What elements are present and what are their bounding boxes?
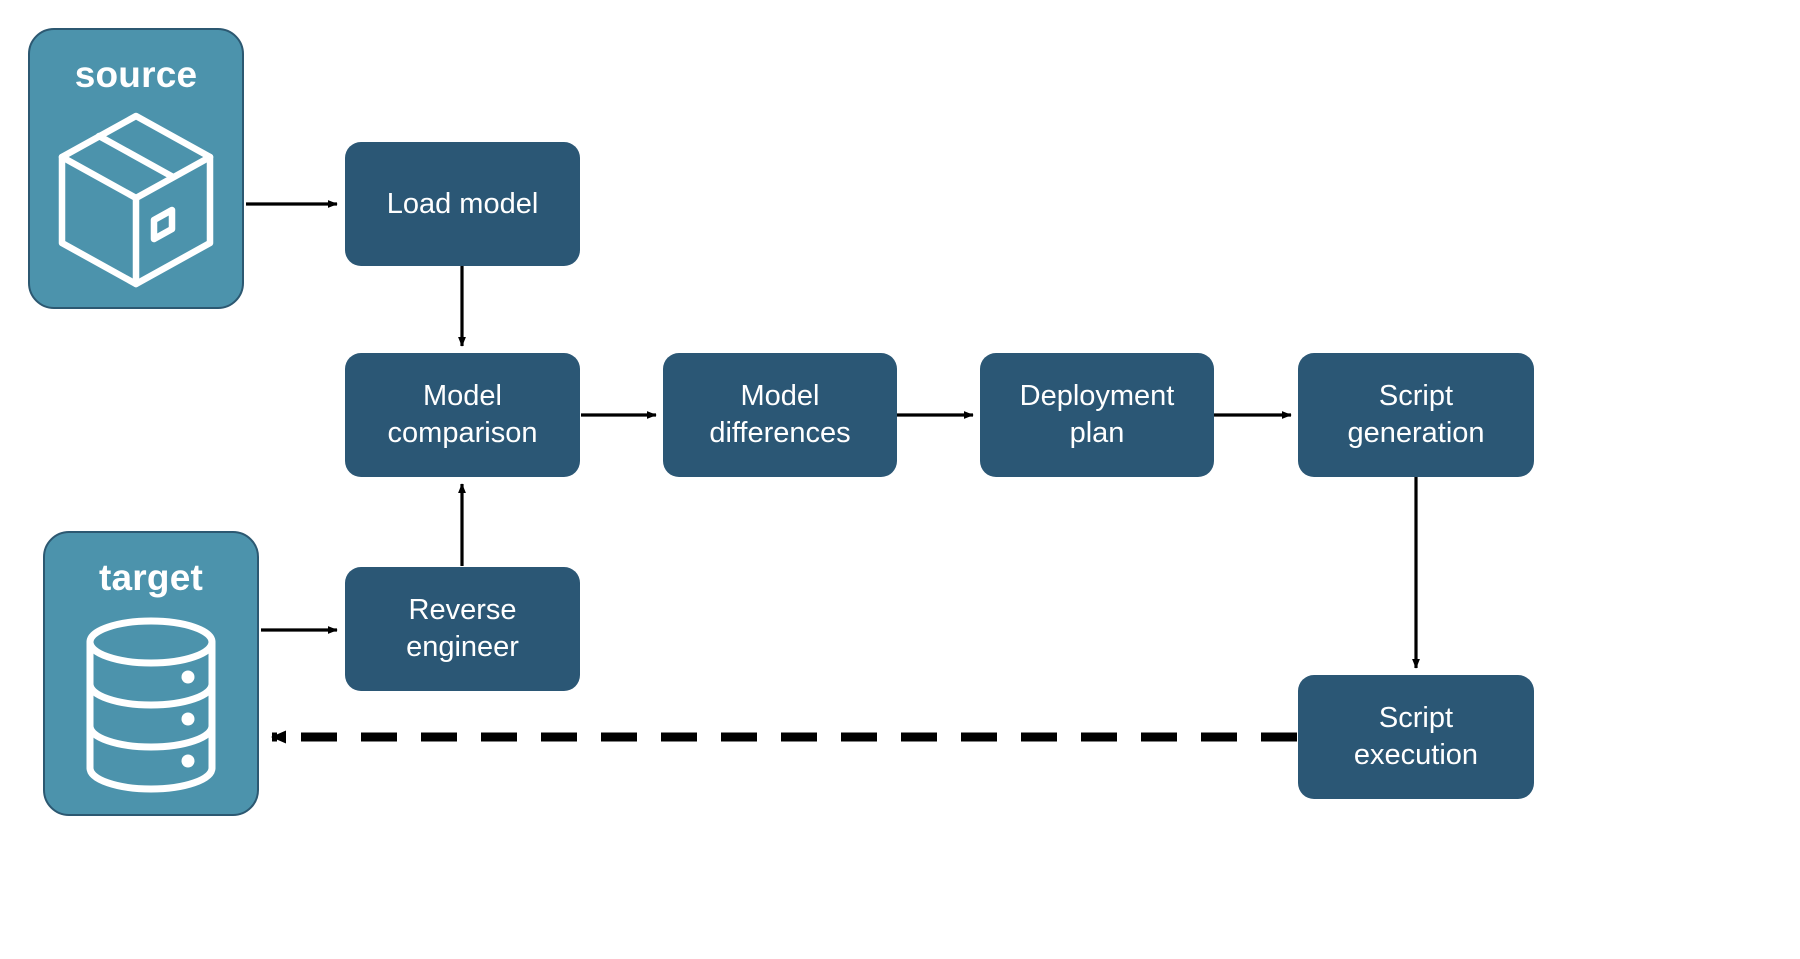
endpoint-target[interactable]: target xyxy=(43,531,259,816)
node-load-model-label: Load model xyxy=(386,187,539,220)
node-deployment-plan[interactable]: Deployment plan xyxy=(980,353,1214,477)
node-model-comparison-label: Model comparison xyxy=(387,380,538,449)
database-cylinder-icon xyxy=(45,596,257,814)
endpoint-source[interactable]: source xyxy=(28,28,244,309)
endpoint-target-label: target xyxy=(99,557,203,598)
package-box-icon xyxy=(30,93,242,307)
node-load-model[interactable]: Load model xyxy=(345,142,580,266)
node-script-generation-label: Script generation xyxy=(1347,380,1485,449)
node-model-differences[interactable]: Model differences xyxy=(663,353,897,477)
node-model-differences-label: Model differences xyxy=(709,380,851,449)
node-model-comparison[interactable]: Model comparison xyxy=(345,353,580,477)
node-reverse-engineer[interactable]: Reverse engineer xyxy=(345,567,580,691)
node-script-generation[interactable]: Script generation xyxy=(1298,353,1534,477)
node-script-execution-label: Script execution xyxy=(1353,702,1479,771)
node-reverse-engineer-label: Reverse engineer xyxy=(406,594,519,663)
node-script-execution[interactable]: Script execution xyxy=(1298,675,1534,799)
endpoint-source-label: source xyxy=(74,54,198,95)
node-deployment-plan-label: Deployment plan xyxy=(1019,380,1175,449)
